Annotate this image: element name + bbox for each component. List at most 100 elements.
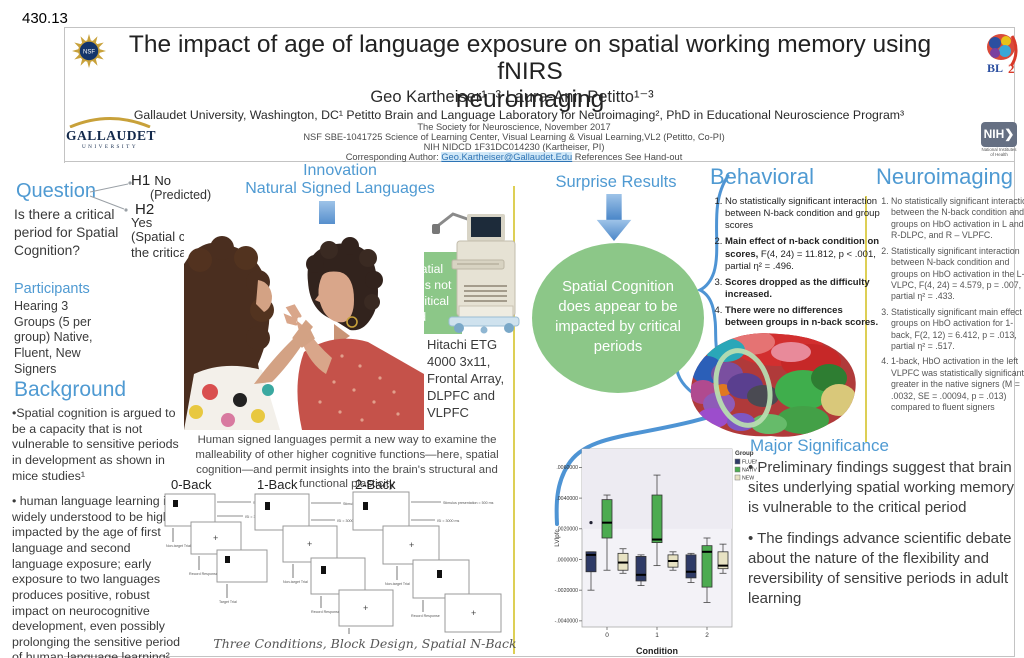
fnirs-machine-caption: Hitachi ETG 4000 3x11, Frontal Array, DL… — [427, 337, 505, 420]
behavioral-list: No statistically significant interaction… — [706, 196, 883, 334]
svg-text:Non-target Trial: Non-target Trial — [166, 544, 191, 548]
svg-text:Group: Group — [735, 450, 754, 457]
background-bullet-1: •Spatial cognition is argued to be a cap… — [12, 406, 179, 483]
poster-border-left — [64, 27, 65, 163]
down-arrow-icon — [596, 194, 632, 242]
svg-text:2: 2 — [1008, 61, 1015, 76]
nback-diagram: 0-Back 1-Back 2-Back Stimulus presentati… — [164, 478, 502, 634]
svg-text:ISI = 3000 ms: ISI = 3000 ms — [437, 519, 459, 523]
svg-text:2: 2 — [705, 632, 709, 639]
list-item: No statistically significant interaction… — [891, 196, 1024, 242]
nback-col-2: 2-Back — [355, 478, 396, 492]
svg-text:Record Response: Record Response — [411, 614, 440, 618]
svg-text:0: 0 — [605, 632, 609, 639]
list-item: Scores dropped as the difficulty increas… — [725, 277, 883, 301]
svg-text:ISI = 3000 ms: ISI = 3000 ms — [337, 519, 359, 523]
poster-border-top — [64, 27, 1015, 28]
boxplot-chart: .0060000 .0040000 .0020000 .0000000 -.002000… — [552, 441, 757, 657]
participants-heading: Participants — [14, 281, 90, 297]
vlpfc-annotation-circle — [713, 348, 773, 428]
poster-title: The impact of age of language exposure o… — [100, 31, 960, 113]
title-line-1: The impact of age of language exposure o… — [128, 31, 932, 86]
behavioral-heading: Behavioral — [710, 164, 814, 189]
svg-text:NATIVE: NATIVE — [742, 468, 757, 474]
major-significance-body: • Preliminary findings suggest that brai… — [748, 458, 1020, 620]
affiliations: Gallaudet University, Washington, DC¹ Pe… — [133, 108, 905, 122]
innovation-heading: Innovation — [303, 162, 377, 179]
nback-col-0: 0-Back — [171, 478, 212, 492]
brain-parcellation-image — [690, 333, 856, 437]
poster-border-bottom — [64, 656, 1015, 657]
hypothesis-connectors — [89, 181, 132, 212]
divider-yellow-left — [513, 186, 515, 654]
nback-caption: Three Conditions, Block Design, Spatial … — [213, 636, 517, 651]
background-body: •Spatial cognition is argued to be a cap… — [12, 406, 182, 658]
svg-text:Target Trial: Target Trial — [219, 600, 237, 604]
corresponding-email-link[interactable]: Geo.Kartheiser@Gallaudet.Edu — [441, 152, 573, 162]
grant-nsf-line: NSF SBE-1041725 Science of Learning Cent… — [303, 132, 725, 142]
surprise-results-heading: Surprise Results — [555, 173, 677, 191]
svg-text:FLUENT: FLUENT — [742, 460, 757, 466]
svg-text:+: + — [213, 533, 218, 543]
svg-text:+: + — [363, 603, 368, 613]
svg-text:Non-target Trial: Non-target Trial — [283, 580, 308, 584]
poster-border-right — [1014, 27, 1015, 657]
hypothesis-2-answer: Yes — [131, 215, 153, 230]
fnirs-machine-image — [432, 212, 520, 334]
list-item: No statistically significant interaction… — [725, 196, 883, 232]
participants-body: Hearing 3 Groups (5 per group) Native, F… — [14, 299, 93, 376]
photo-caption: Human signed languages permit a new way … — [195, 434, 499, 491]
title-line-2: neuroimaging — [455, 85, 605, 113]
svg-text:.0020000: .0020000 — [556, 527, 578, 533]
svg-text:-.0020000: -.0020000 — [555, 588, 578, 594]
svg-text:+: + — [409, 540, 414, 550]
nsf-logo-icon: NSF — [72, 34, 106, 68]
svg-text:.0000000: .0000000 — [556, 557, 578, 563]
neuroimaging-list: No statistically significant interaction… — [872, 196, 1024, 418]
corresponding-line: Corresponding Author: Geo.Kartheiser@Gal… — [184, 152, 844, 162]
signers-photo — [184, 224, 424, 430]
svg-text:Condition: Condition — [636, 646, 678, 656]
surprise-results-bubble: Spatial Cognition does appear to be impa… — [532, 243, 704, 393]
gallaudet-arc-icon — [69, 117, 151, 128]
svg-text:-.0040000: -.0040000 — [555, 619, 578, 625]
list-item: Statistically significant main effect of… — [891, 307, 1024, 353]
boxplot-svg: .0060000 .0040000 .0020000 .0000000 -.002000… — [554, 448, 757, 656]
nih-caption: National Institutes of Health — [981, 147, 1017, 158]
hypothesis-1-note: (Predicted) — [150, 188, 212, 202]
svg-text:NSF: NSF — [83, 50, 95, 56]
gallaudet-university-text: UNIVERSITY — [81, 144, 139, 150]
divider-yellow-right — [865, 196, 867, 442]
significance-bullet-1: • Preliminary findings suggest that brai… — [748, 459, 1014, 516]
svg-text:Stimulus presentation = 500 ms: Stimulus presentation = 500 ms — [443, 501, 494, 505]
nih-mark-icon: NIH❯ — [981, 122, 1017, 147]
svg-text:BL: BL — [987, 61, 1003, 75]
nback-col-1: 1-Back — [257, 478, 298, 492]
meeting-line: The Society for Neuroscience, November 2… — [417, 122, 611, 132]
grant-nih-line: NIH NIDCD 1F31DC014230 (Kartheiser, PI) — [423, 142, 605, 152]
gallaudet-wordmark: GALLAUDET — [66, 128, 157, 143]
svg-text:Non-target Trial: Non-target Trial — [385, 582, 410, 586]
neuroimaging-heading: Neuroimaging — [876, 164, 1013, 189]
question-body: Is there a critical period for Spatial C… — [14, 207, 119, 258]
gallaudet-logo: GALLAUDET UNIVERSITY — [66, 116, 157, 150]
background-heading: Background — [14, 378, 127, 401]
significance-bullet-2: • The findings advance scientific debate… — [748, 529, 1012, 607]
bl2-logo-icon: BL 2 — [987, 34, 1018, 76]
authors: Geo Kartheiser¹⁻³ Laura-Ann Petitto¹⁻³ — [370, 88, 654, 106]
corresponding-prefix: Corresponding Author: — [345, 152, 442, 162]
svg-text:+: + — [471, 608, 476, 618]
svg-text:NEW: NEW — [742, 476, 754, 482]
svg-text:1: 1 — [655, 632, 659, 639]
list-item: 1-back, HbO activation in the left VLPFC… — [891, 356, 1024, 413]
svg-text:Record Response: Record Response — [311, 610, 340, 614]
corresponding-suffix: References See Hand-out — [572, 152, 683, 162]
svg-text:Record Response: Record Response — [189, 572, 218, 576]
svg-text:.0060000: .0060000 — [556, 465, 578, 471]
svg-text:.0040000: .0040000 — [556, 496, 578, 502]
poster-number: 430.13 — [22, 10, 68, 27]
major-significance-heading: Major Significance — [750, 436, 889, 455]
question-heading: Question — [16, 180, 97, 202]
background-bullet-2: • human language learning is widely unde… — [12, 494, 181, 658]
